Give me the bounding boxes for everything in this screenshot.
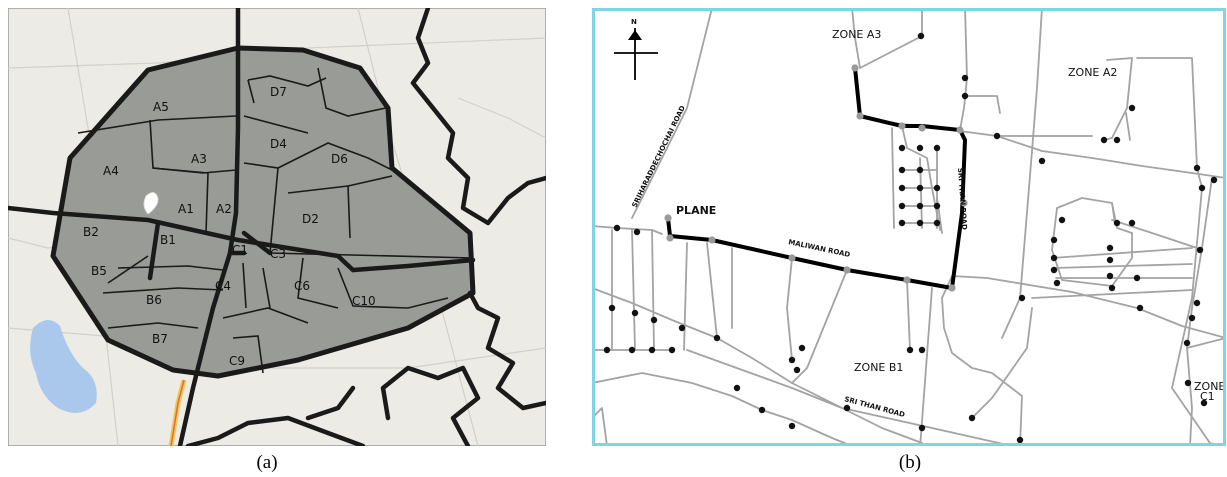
zone-labels: A5 A4 A3 A1 A2 D7 D4 D6 D2 B2 B1 B5 B6 B… (83, 85, 376, 368)
zone-label: C9 (229, 354, 245, 368)
location-pin-icon (143, 192, 159, 215)
zone-label: D6 (331, 152, 348, 166)
zone-label: C3 (270, 247, 286, 261)
north-label: N (631, 18, 637, 26)
zone-c1-label: C1 (1200, 390, 1215, 403)
road-network-map: N ZONE A3 ZONE A2 ZONE B1 ZONE C1 PLANE … (592, 8, 1226, 446)
zone-label: D2 (302, 212, 319, 226)
zone-boundary (50, 45, 476, 379)
map-background (592, 8, 1226, 446)
zone-label: B6 (146, 293, 162, 307)
zone-map: A5 A4 A3 A1 A2 D7 D4 D6 D2 B2 B1 B5 B6 B… (8, 8, 546, 446)
zone-internal-borders (77, 67, 474, 374)
caption-a: (a) (256, 452, 278, 473)
zone-label: A2 (216, 202, 232, 216)
zone-label: A3 (191, 152, 207, 166)
zone-map-panel: A5 A4 A3 A1 A2 D7 D4 D6 D2 B2 B1 B5 B6 B… (8, 8, 546, 446)
zone-label: B1 (160, 233, 176, 247)
zone-a3-label: ZONE A3 (832, 28, 881, 41)
zone-label: B7 (152, 332, 168, 346)
lake (30, 319, 97, 413)
zone-label: C6 (294, 279, 310, 293)
zone-label: D7 (270, 85, 287, 99)
zone-label: C10 (352, 294, 376, 308)
zone-b1-label: ZONE B1 (854, 361, 903, 374)
zone-label: C4 (215, 279, 231, 293)
zone-a2-label: ZONE A2 (1068, 66, 1117, 79)
north-arrow-icon: N (614, 18, 658, 80)
zone-label: B5 (91, 264, 107, 278)
major-roads (8, 8, 476, 446)
zone-label: D4 (270, 137, 287, 151)
zone-label: B2 (83, 225, 99, 239)
zone-label: A4 (103, 164, 119, 178)
network-nodes (603, 32, 1218, 446)
zone-c1-label: ZONE (1194, 380, 1225, 393)
zone-label: A5 (153, 100, 169, 114)
road-network-panel: N ZONE A3 ZONE A2 ZONE B1 ZONE C1 PLANE … (592, 8, 1226, 446)
plane-label: PLANE (676, 204, 716, 217)
zone-label: A1 (178, 202, 194, 216)
map-frame (592, 8, 1226, 446)
caption-b: (b) (898, 452, 922, 473)
outer-roads (185, 8, 546, 446)
zone-label: C1 (232, 243, 248, 257)
